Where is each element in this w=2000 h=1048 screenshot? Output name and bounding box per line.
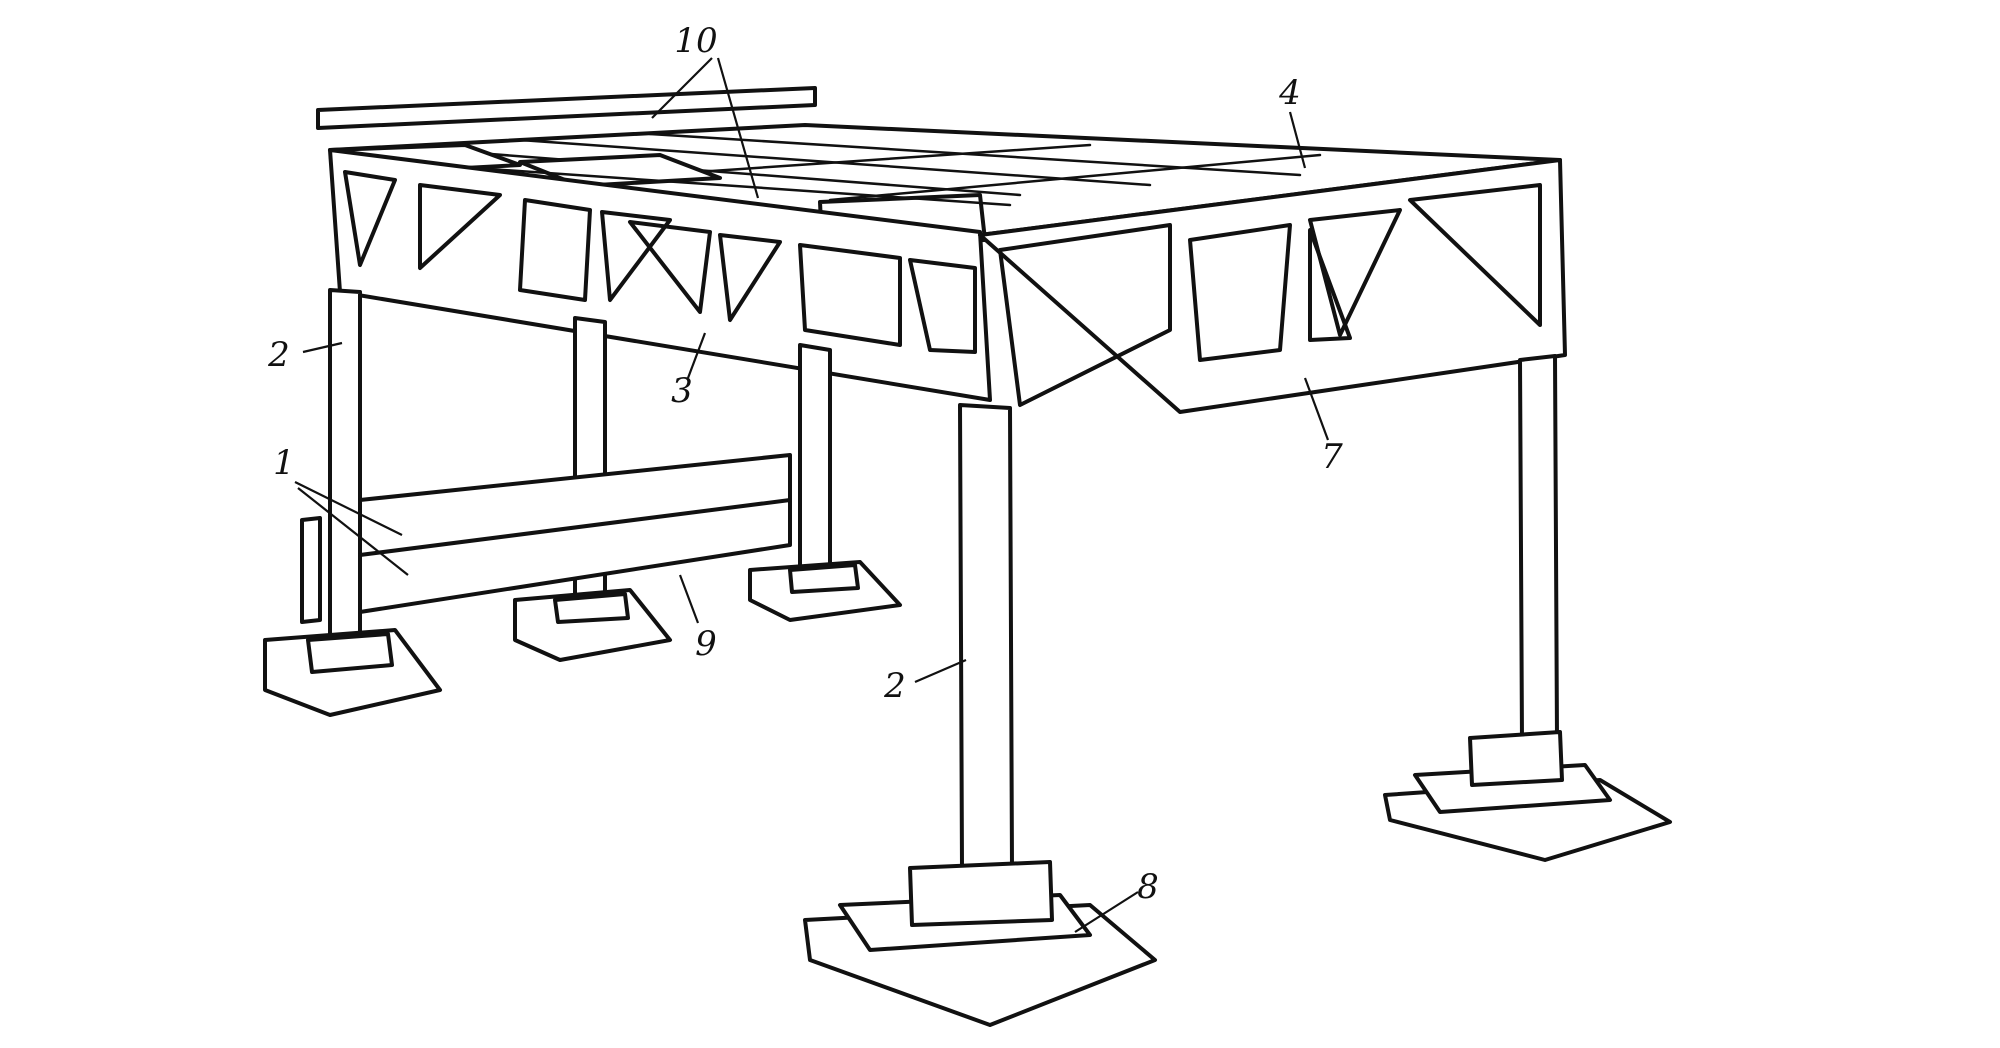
callout-labels: 10 4 2 3 7 1 9 2 8 [267,21,1343,907]
callout-9: 9 [695,624,717,664]
callout-4: 4 [1278,73,1301,113]
callout-7: 7 [1321,437,1343,477]
callout-10: 10 [674,21,717,61]
callout-2-left: 2 [267,335,290,375]
callout-2-center: 2 [883,666,906,706]
callout-3: 3 [671,371,693,411]
foundations [263,560,1672,1027]
callout-1: 1 [273,443,295,483]
roof-deck [316,86,1562,237]
left-truss [328,148,992,402]
wall-panels [300,453,792,624]
right-truss [978,158,1567,414]
callout-8: 8 [1137,867,1159,907]
leader-lines [294,57,1330,933]
